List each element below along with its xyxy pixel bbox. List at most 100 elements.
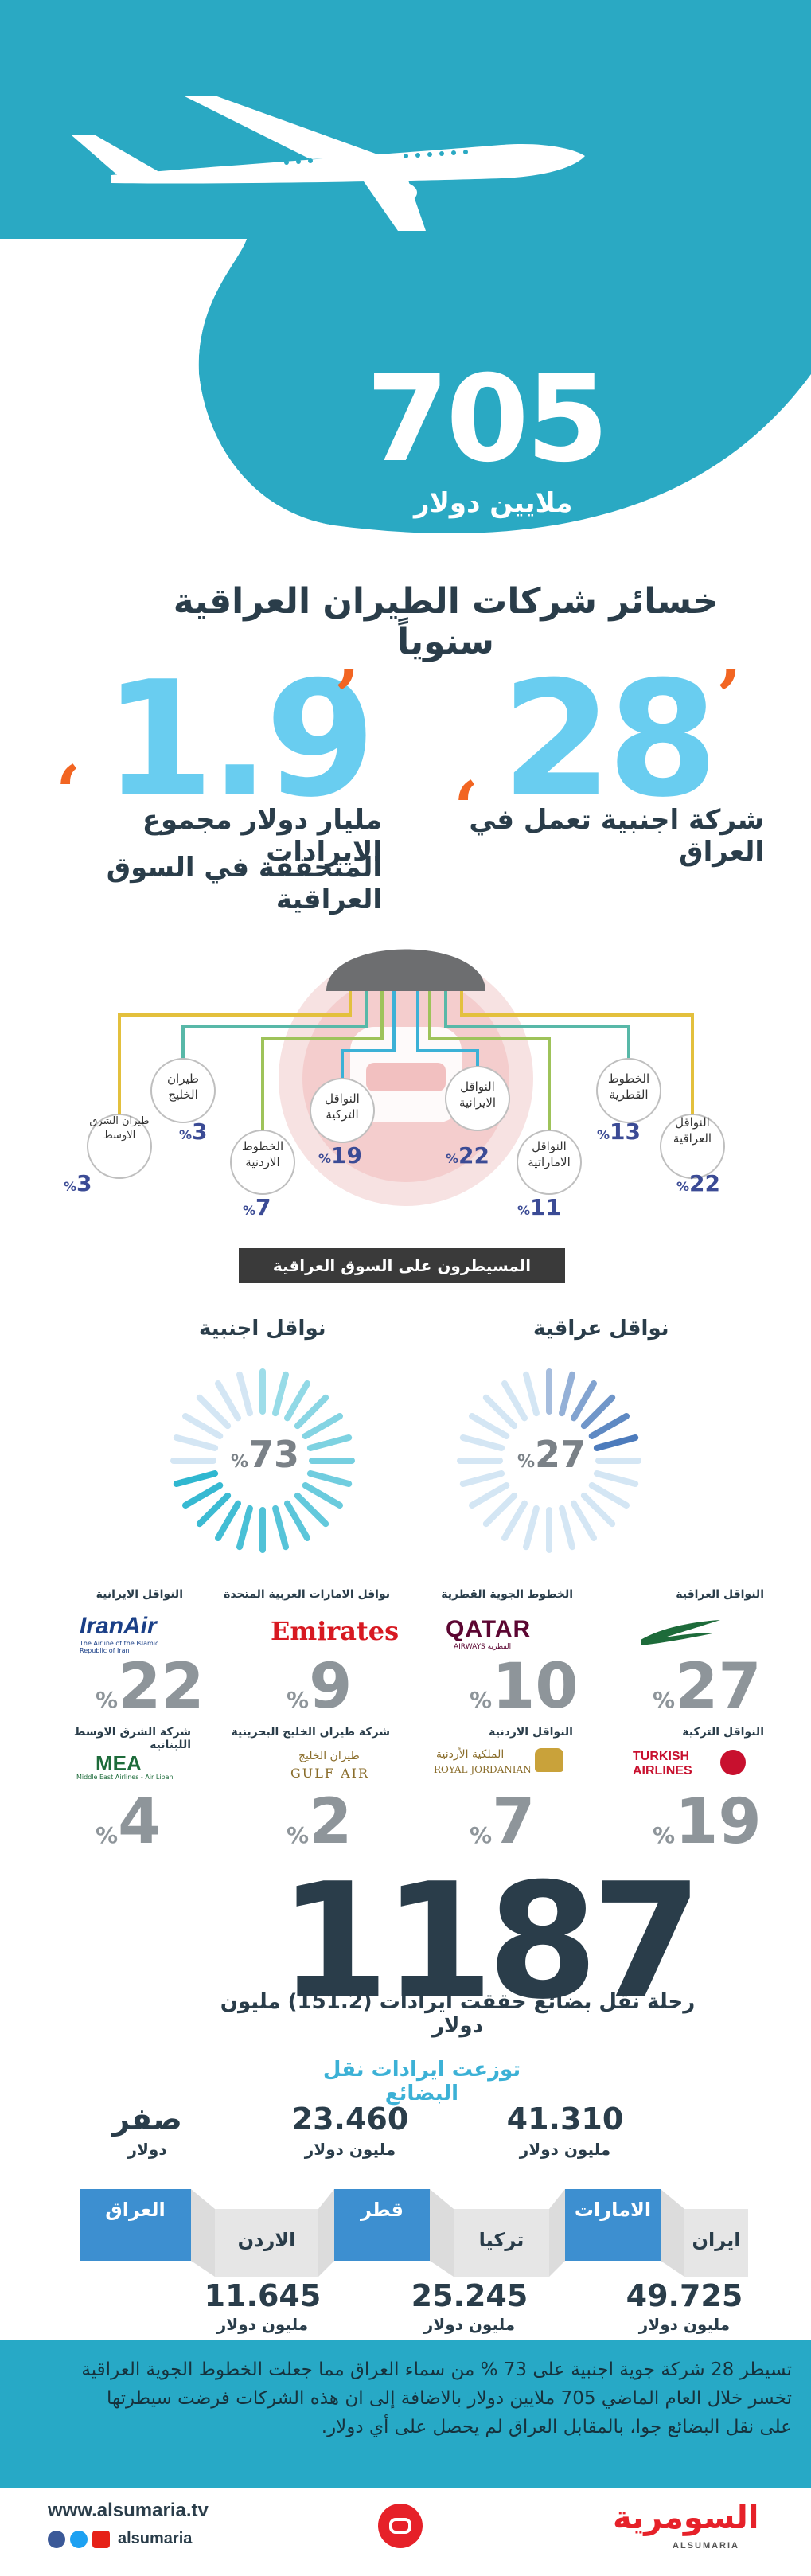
airline-gulf-pct: %2 xyxy=(287,1786,353,1858)
stat-28-value: 28 xyxy=(501,647,718,833)
ring-ray xyxy=(173,1434,219,1451)
headline: خسائر شركات الطيران العراقية سنوياً xyxy=(173,581,719,662)
label-jordan: الاردن xyxy=(237,2229,296,2251)
ring-foreign-value: %73 xyxy=(231,1433,300,1476)
airline-turkish-pct: %19 xyxy=(653,1786,762,1858)
ring-ray xyxy=(523,1505,540,1551)
turkish-emblem-icon xyxy=(720,1750,746,1775)
ring-ray xyxy=(236,1371,253,1417)
airline-jordan-pct: %7 xyxy=(470,1786,536,1858)
youtube-icon[interactable] xyxy=(92,2530,110,2548)
airline-emirates-name: نواقل الامارات العربية المتحدة xyxy=(224,1588,390,1601)
ring-ray xyxy=(272,1505,289,1551)
airplane-icon xyxy=(72,96,585,231)
label-uae: الامارات xyxy=(574,2199,652,2221)
emirates-logo: Emirates xyxy=(271,1616,400,1646)
crown-icon xyxy=(535,1748,563,1772)
facebook-icon[interactable] xyxy=(48,2530,65,2548)
ring-ray xyxy=(501,1380,528,1422)
ring-ray xyxy=(182,1413,224,1439)
ring-ray xyxy=(196,1492,232,1528)
dominators-banner: المسيطرون على السوق العراقية xyxy=(239,1248,565,1283)
carrier-iraqi-pct: %22 xyxy=(676,1170,720,1196)
unit-qatar: مليون دولار xyxy=(304,2140,396,2159)
royal-jordanian-logo-ar: الملكية الأردنية xyxy=(436,1748,505,1761)
ring-ray xyxy=(501,1500,528,1541)
brand-logo-en: ALSUMARIA xyxy=(673,2541,739,2551)
quote-mark-open-2: ’ xyxy=(334,654,360,739)
footer-line-2: تخسر خلال العام الماضي 705 ملايين دولار … xyxy=(107,2388,792,2409)
ring-foreign-title: نواقل اجنبية xyxy=(199,1317,326,1341)
ring-ray xyxy=(302,1482,343,1509)
ring-iraqi-title: نواقل عراقية xyxy=(533,1317,669,1341)
ring-ray xyxy=(302,1413,343,1439)
airline-iraqi-name: النواقل العراقية xyxy=(676,1588,764,1601)
distribution-title: توزعت ايرادات نقل البضائع xyxy=(322,2058,521,2106)
ring-ray xyxy=(459,1434,505,1451)
stat-19-label-line2: المتحققة في السوق العراقية xyxy=(106,852,382,915)
ring-ray xyxy=(459,1470,505,1487)
ring-ray xyxy=(215,1380,241,1422)
carrier-gulf-pct: %3 xyxy=(179,1118,208,1145)
ring-iraqi-value: %27 xyxy=(517,1433,587,1476)
carrier-jordan-name: الخطوط الاردنية xyxy=(241,1139,284,1170)
turkish-logo: TURKISH AIRLINES xyxy=(633,1750,692,1778)
iraqi-airways-logo xyxy=(641,1620,720,1645)
value-uae: 41.310 xyxy=(506,2102,624,2137)
carrier-qatar-pct: %13 xyxy=(597,1118,641,1145)
iranair-logo: IranAir xyxy=(80,1613,157,1639)
ring-ray xyxy=(284,1500,310,1541)
ring-ray xyxy=(306,1434,353,1451)
ring-ray xyxy=(482,1492,518,1528)
ring-ray xyxy=(482,1394,518,1430)
airline-mea-name: شركة الشرق الاوسط اللبنانية xyxy=(73,1726,191,1751)
loss-unit: ملايين دولار xyxy=(414,487,573,519)
ring-ray xyxy=(294,1492,329,1528)
carrier-mea-name: طيران الشرق الاوسط xyxy=(89,1115,150,1142)
loss-amount: 705 xyxy=(366,350,609,489)
stat-19-label-line1: مليار دولار مجموع الايرادات xyxy=(142,804,382,868)
ring-ray xyxy=(593,1470,639,1487)
airline-iraqi-pct: %27 xyxy=(653,1651,762,1723)
ring-ray xyxy=(523,1371,540,1417)
social-icons-row: alsumaria xyxy=(48,2530,192,2548)
ring-ray xyxy=(215,1500,241,1541)
value-iran: 49.725 xyxy=(626,2278,743,2313)
unit-turkey: مليون دولار xyxy=(423,2315,516,2334)
ring-ray xyxy=(469,1482,510,1509)
carrier-emirati-name: النواقل الاماراتية xyxy=(528,1139,571,1170)
quote-mark-close: ‘ xyxy=(454,766,479,850)
carrier-iranian-pct: %22 xyxy=(446,1142,489,1169)
carrier-gulf-name: طيران الخليج xyxy=(167,1071,199,1103)
unit-iran: مليون دولار xyxy=(638,2315,731,2334)
unit-uae: مليون دولار xyxy=(519,2140,611,2159)
mea-logo: MEA xyxy=(96,1751,142,1775)
airline-iranian-name: النواقل الايرانية xyxy=(96,1588,183,1601)
quote-mark-open: ’ xyxy=(716,654,742,739)
carrier-iraqi-name: النواقل العراقية xyxy=(673,1115,712,1146)
carrier-jordan-pct: %7 xyxy=(243,1194,271,1220)
carrier-turkish-pct: %19 xyxy=(318,1142,362,1169)
carrier-iranian-name: النواقل الايرانية xyxy=(458,1079,497,1110)
ring-ray xyxy=(284,1380,310,1422)
mea-logo-sub: Middle East Airlines - Air Liban xyxy=(76,1774,174,1781)
quote-mark-close-2: ‘ xyxy=(56,750,81,834)
footer-line-1: تسيطر 28 شركة جوية اجنبية على 73 % من سم… xyxy=(81,2359,792,2380)
qatar-logo: QATAR xyxy=(446,1616,532,1642)
website-link[interactable]: www.alsumaria.tv xyxy=(48,2500,209,2521)
ring-ray xyxy=(588,1482,630,1509)
label-qatar: قطر xyxy=(360,2199,404,2221)
cargo-trips-number: 1187 xyxy=(279,1849,703,2035)
airline-qatar-name: الخطوط الجوية القطرية xyxy=(441,1588,573,1601)
royal-jordanian-logo: ROYAL JORDANIAN xyxy=(434,1764,532,1775)
ring-ray xyxy=(588,1413,630,1439)
hero-section: 705 ملايين دولار xyxy=(0,0,811,573)
cargo-caption: رحلة نقل بضائع حققت ايرادات (151.2) مليو… xyxy=(220,1990,696,2038)
ring-ray xyxy=(196,1394,232,1430)
ring-ray xyxy=(294,1394,329,1430)
ring-ray xyxy=(580,1492,616,1528)
twitter-icon[interactable] xyxy=(70,2530,88,2548)
ring-ray xyxy=(306,1470,353,1487)
ring-ray xyxy=(272,1371,289,1417)
ring-foreign-chart xyxy=(170,1368,355,1553)
